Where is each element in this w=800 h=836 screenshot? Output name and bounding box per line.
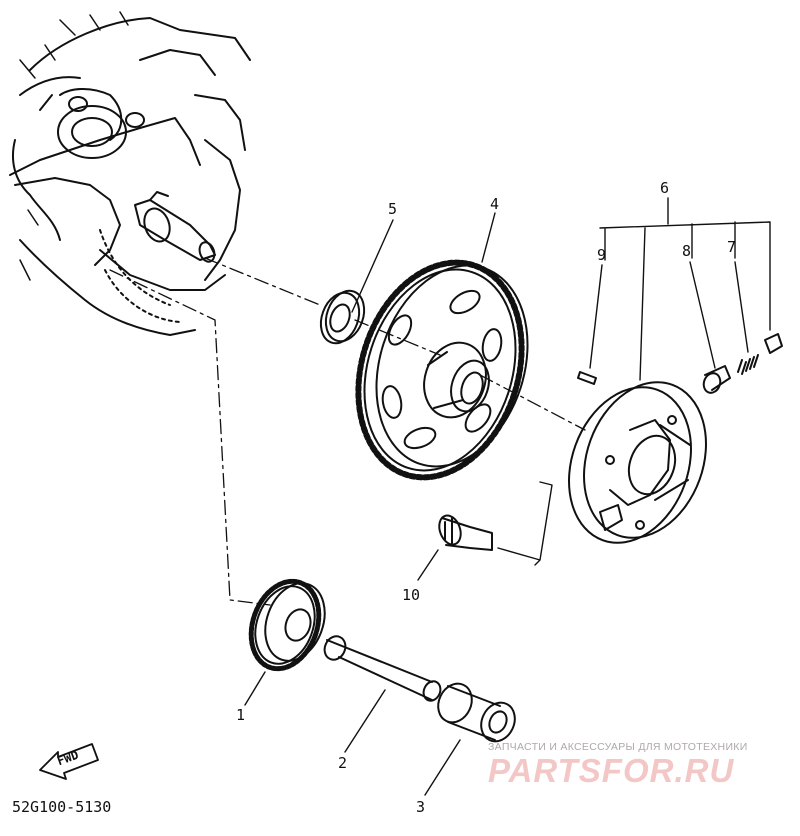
engine-crankcase: [9, 11, 251, 336]
callout-label-6: 6: [660, 179, 670, 197]
callout-label-1: 1: [236, 706, 246, 724]
watermark-brand-logo: PARTSFOR.RU: [488, 752, 735, 789]
washer-part-5: [319, 289, 366, 345]
idler-gear-part-1: [248, 578, 326, 672]
leader-part-6: [599, 197, 771, 381]
callout-label-3: 3: [416, 798, 426, 816]
drawing-code: 52G100-5130: [12, 798, 112, 816]
callout-label-4: 4: [490, 195, 500, 213]
cap-part-6-end: [764, 333, 783, 354]
spring-part-7: [737, 354, 759, 375]
starter-clutch-part-6: [568, 381, 707, 544]
pin-part-9: [577, 371, 597, 385]
watermark-tagline: ЗАПЧАСТИ И АКСЕССУАРЫ ДЛЯ МОТОТЕХНИКИ: [488, 741, 748, 753]
axis-line-crank: [204, 257, 586, 431]
callout-label-2: 2: [338, 754, 348, 772]
axis-line-idler: [109, 269, 271, 606]
plunger-part-8: [702, 365, 731, 394]
starter-gear-part-4: [355, 259, 529, 481]
callout-label-10: 10: [402, 586, 421, 604]
fwd-arrow-icon: [39, 743, 99, 780]
callout-label-9: 9: [597, 246, 607, 264]
callout-label-7: 7: [727, 238, 737, 256]
callout-label-5: 5: [388, 200, 398, 218]
shaft-part-2: [323, 635, 442, 702]
bolt-part-10: [438, 514, 493, 551]
callout-label-8: 8: [682, 242, 692, 260]
bushing-part-3: [437, 682, 516, 743]
